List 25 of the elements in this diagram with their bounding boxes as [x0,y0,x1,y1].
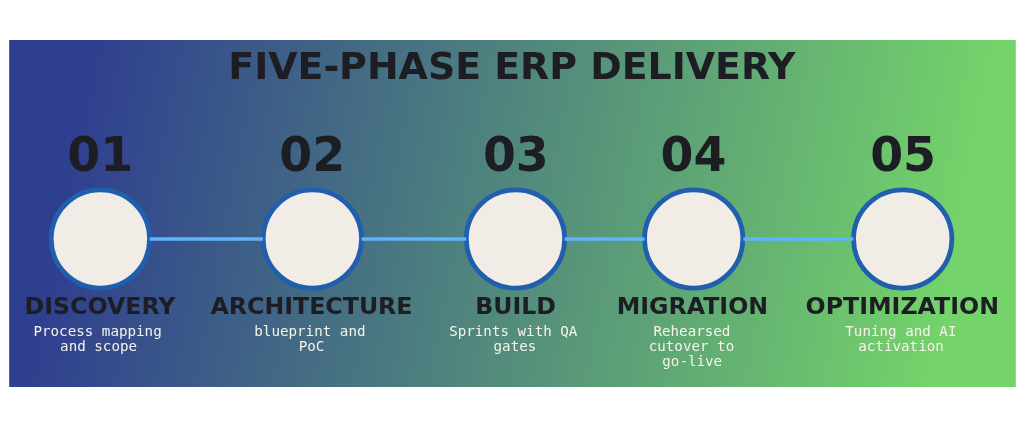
connector [149,237,263,241]
node-label: 01 [66,127,133,183]
node-label: OPTIMIZATION [805,291,999,320]
node-label: 03 [482,127,549,183]
connector [742,237,853,241]
node-circle [260,187,364,291]
node-circle [48,187,152,291]
node-circle [641,187,745,291]
node-label: MIGRATION [616,291,768,320]
node-label: 04 [660,127,726,183]
node-circle [850,187,954,291]
node-label: Sprints with QA gates [448,322,577,354]
node-label: Tuning and AI activation [844,322,956,354]
node-circle [463,187,567,291]
node-label: ARCHITECTURE [210,291,412,320]
node-label: blueprint and PoC [253,322,365,354]
node-label: 05 [869,127,936,183]
connector [361,237,466,241]
diagram-title: FIVE-PHASE ERP DELIVERY [227,43,795,88]
node-label: Process mapping and scope [32,322,162,354]
node-label: Rehearsed cutover to go-live [648,322,734,370]
node-label: DISCOVERY [24,291,176,320]
node-label: BUILD [474,291,556,320]
node-label: 02 [278,127,345,183]
connector [564,237,644,241]
